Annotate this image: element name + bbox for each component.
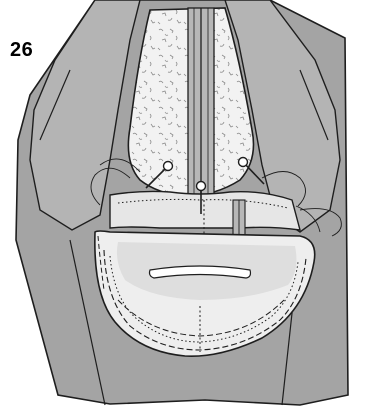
- lining-collar: [110, 191, 300, 230]
